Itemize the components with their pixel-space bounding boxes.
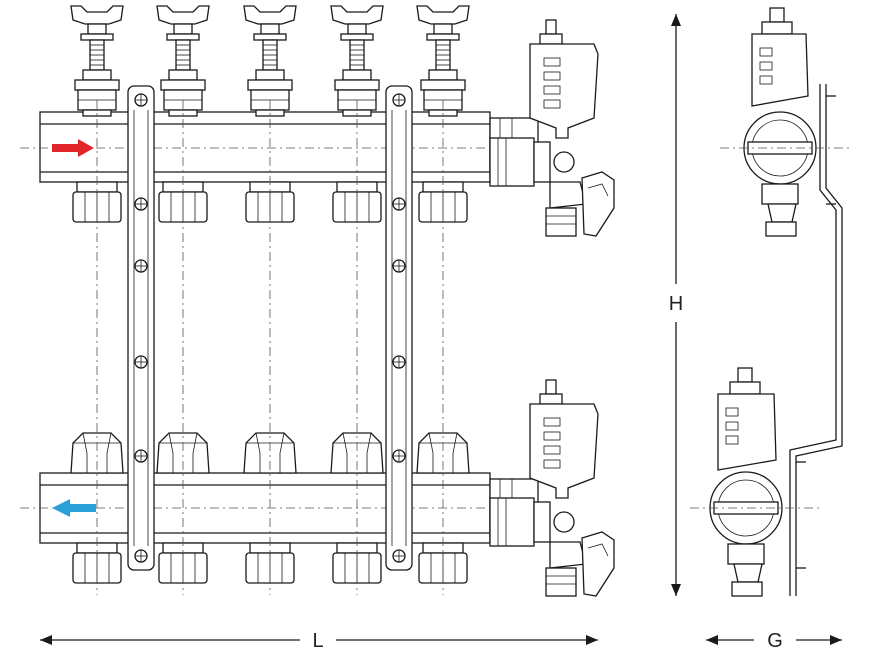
side-view bbox=[690, 7, 850, 597]
dimension-g: G bbox=[706, 630, 842, 652]
dimension-label-l: L bbox=[312, 630, 323, 652]
right-bracket bbox=[385, 85, 413, 571]
supply-flow-arrow bbox=[52, 139, 94, 157]
return-flow-arrow bbox=[52, 499, 96, 517]
dimension-label-h: H bbox=[669, 293, 683, 315]
supply-rail bbox=[20, 111, 539, 183]
outlet-centerlines bbox=[96, 100, 444, 595]
left-bracket bbox=[127, 85, 155, 571]
dimension-h: H bbox=[669, 14, 683, 596]
dimension-l: L bbox=[40, 630, 598, 652]
return-rail bbox=[20, 472, 539, 544]
dimension-label-g: G bbox=[767, 630, 783, 652]
